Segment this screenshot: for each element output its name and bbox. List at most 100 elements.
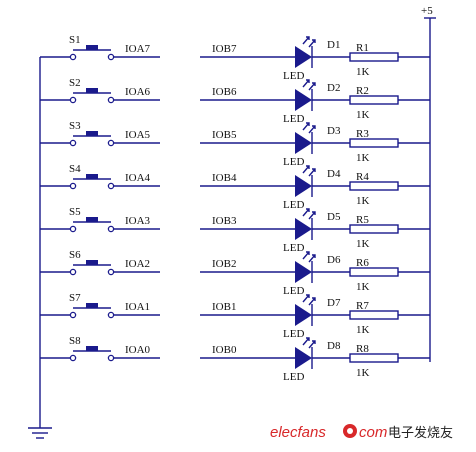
port-a-label: IOA7 (125, 43, 151, 55)
resistor-body (349, 52, 399, 62)
switch-button-cap (86, 131, 98, 136)
diode-label: D4 (327, 168, 341, 180)
led-type-label: LED (283, 285, 304, 297)
resistor-value: 1K (356, 238, 370, 250)
light-arrow-icon (308, 125, 316, 134)
switch-button-cap (86, 303, 98, 308)
resistor-body (349, 138, 399, 148)
port-b-label: IOB3 (212, 215, 237, 227)
light-arrow-icon (302, 208, 310, 217)
port-a-label: IOA3 (125, 215, 151, 227)
port-b-label: IOB2 (212, 258, 236, 270)
led-type-label: LED (283, 156, 304, 168)
resistor-value: 1K (356, 281, 370, 293)
resistor-value: 1K (356, 367, 370, 379)
diode-icon (295, 46, 312, 68)
switch-contact-right (107, 311, 115, 319)
switch-button-cap (86, 88, 98, 93)
watermark-logo-icon (343, 424, 357, 438)
port-a-label: IOA0 (125, 344, 151, 356)
switch-button-cap (86, 45, 98, 50)
watermark-brand: elecfans (270, 424, 326, 441)
diode-icon (295, 132, 312, 154)
light-arrow-icon (302, 294, 310, 303)
port-b-label: IOB5 (212, 129, 237, 141)
resistor-body (349, 310, 399, 320)
led-type-label: LED (283, 242, 304, 254)
switch-contact-left (69, 268, 77, 276)
switch-contact-right (107, 182, 115, 190)
light-arrow-icon (308, 82, 316, 91)
port-a-label: IOA1 (125, 301, 150, 313)
port-b-label: IOB7 (212, 43, 237, 55)
switch-contact-left (69, 311, 77, 319)
resistor-value: 1K (356, 324, 370, 336)
switch-label: S3 (69, 120, 81, 132)
switch-contact-left (69, 53, 77, 61)
resistor-body (349, 353, 399, 363)
port-b-label: IOB0 (212, 344, 237, 356)
resistor-value: 1K (356, 66, 370, 78)
light-arrow-icon (302, 251, 310, 260)
diode-icon (295, 261, 312, 283)
switch-button-cap (86, 174, 98, 179)
switch-label: S5 (69, 206, 81, 218)
resistor-label: R2 (356, 85, 369, 97)
supply-rail: +5 (421, 5, 436, 362)
resistor-label: R1 (356, 42, 369, 54)
port-b-label: IOB6 (212, 86, 237, 98)
switch-contact-left (69, 225, 77, 233)
light-arrow-icon (308, 297, 316, 306)
light-arrow-icon (302, 79, 310, 88)
switch-contact-right (107, 225, 115, 233)
port-b-label: IOB1 (212, 301, 236, 313)
resistor-label: R8 (356, 343, 369, 355)
switch-button-cap (86, 346, 98, 351)
switch-contact-left (69, 182, 77, 190)
watermark-brand-suffix: com (359, 424, 387, 441)
switch-label: S7 (69, 292, 81, 304)
light-arrow-icon (308, 340, 316, 349)
diode-icon (295, 89, 312, 111)
port-a-label: IOA6 (125, 86, 151, 98)
led-type-label: LED (283, 113, 304, 125)
diode-label: D8 (327, 340, 341, 352)
port-a-label: IOA2 (125, 258, 150, 270)
diode-icon (295, 175, 312, 197)
switch-button-cap (86, 260, 98, 265)
switch-contact-right (107, 139, 115, 147)
led-type-label: LED (283, 328, 304, 340)
switch-button-cap (86, 217, 98, 222)
resistor-body (349, 267, 399, 277)
switch-label: S2 (69, 77, 81, 89)
diode-label: D7 (327, 297, 341, 309)
switch-contact-right (107, 268, 115, 276)
diode-icon (295, 347, 312, 369)
ground-rail (28, 57, 52, 439)
watermark-chinese: 电子发烧友 (388, 425, 453, 441)
light-arrow-icon (308, 211, 316, 220)
light-arrow-icon (308, 168, 316, 177)
watermark: elecfans com 电子发烧友 (270, 424, 453, 441)
switch-label: S4 (69, 163, 81, 175)
resistor-body (349, 95, 399, 105)
diode-label: D3 (327, 125, 341, 137)
light-arrow-icon (302, 36, 310, 45)
led-type-label: LED (283, 70, 304, 82)
light-arrow-icon (302, 337, 310, 346)
resistor-label: R4 (356, 171, 369, 183)
supply-label: +5 (421, 5, 433, 17)
light-arrow-icon (308, 254, 316, 263)
light-arrow-icon (302, 165, 310, 174)
switch-contact-right (107, 354, 115, 362)
resistor-label: R3 (356, 128, 369, 140)
diode-label: D2 (327, 82, 340, 94)
